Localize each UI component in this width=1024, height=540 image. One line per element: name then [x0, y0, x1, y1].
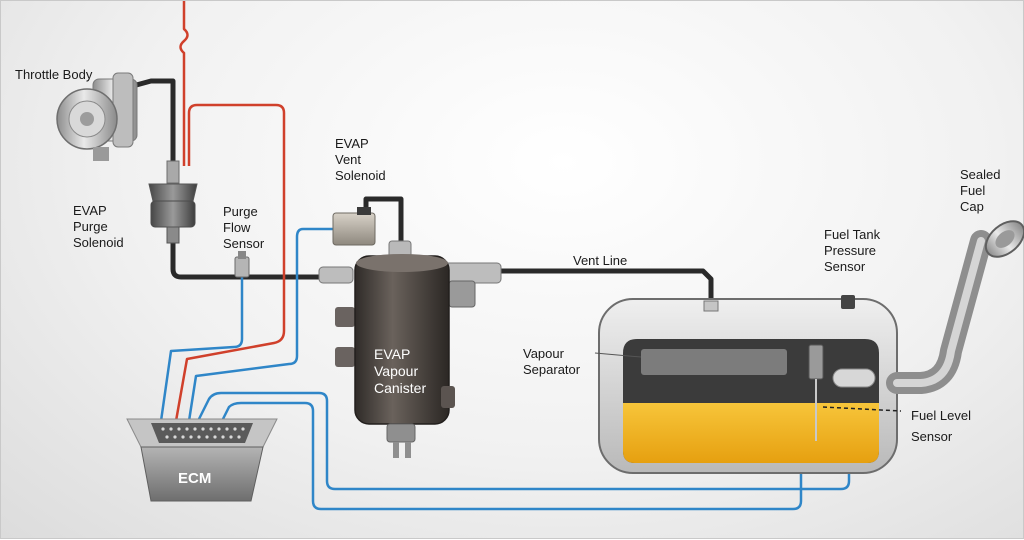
label-throttle-body: Throttle Body: [15, 67, 93, 82]
throttle-to-purge-line: [126, 78, 176, 192]
vent-solenoid-line: [363, 196, 404, 249]
label-sealed-fuel-cap: Sealed Fuel Cap: [960, 167, 1001, 214]
evap-vent-solenoid: [332, 207, 376, 246]
fuel-filler-neck: [886, 230, 992, 394]
ecm-module: [126, 418, 278, 502]
red-wire-to-sky: [179, 1, 189, 166]
purge-to-canister-line: [170, 220, 334, 280]
fuel-level-sensor: [808, 344, 902, 441]
vapour-separator: [594, 349, 787, 375]
label-vapour-separator: Vapour Separator: [523, 346, 581, 377]
label-evap-vent-solenoid: EVAP Vent Solenoid: [335, 136, 386, 183]
label-ecm: ECM: [178, 470, 212, 487]
red-signal-wires: [174, 1, 286, 422]
label-fuel-level-sensor: Fuel Level Sensor: [911, 408, 971, 444]
red-wire-purge-loop: [174, 103, 286, 422]
label-vent-line: Vent Line: [573, 253, 628, 268]
fuel-tank-pressure-sensor: [841, 295, 855, 309]
blue-wire-vent-solenoid: [187, 227, 333, 422]
sealed-fuel-cap: [984, 220, 1024, 258]
evap-purge-solenoid: [148, 160, 198, 244]
vent-line: [498, 268, 714, 310]
label-purge-flow-sensor: Purge Flow Sensor: [223, 204, 265, 251]
blue-wire-purge-flow: [159, 271, 244, 422]
vacuum-lines: [126, 78, 714, 310]
throttle-body: [56, 72, 138, 161]
purge-flow-sensor: [234, 251, 250, 278]
label-evap-purge-solenoid: EVAP Purge Solenoid: [73, 203, 124, 250]
blue-wire-pressure-sensor: [197, 309, 851, 491]
evap-vapour-canister: [318, 240, 502, 458]
fuel-tank: [594, 295, 902, 474]
label-fuel-tank-pressure-sensor: Fuel Tank Pressure Sensor: [824, 227, 881, 274]
label-evap-vapour-canister: EVAP Vapour Canister: [374, 346, 427, 396]
